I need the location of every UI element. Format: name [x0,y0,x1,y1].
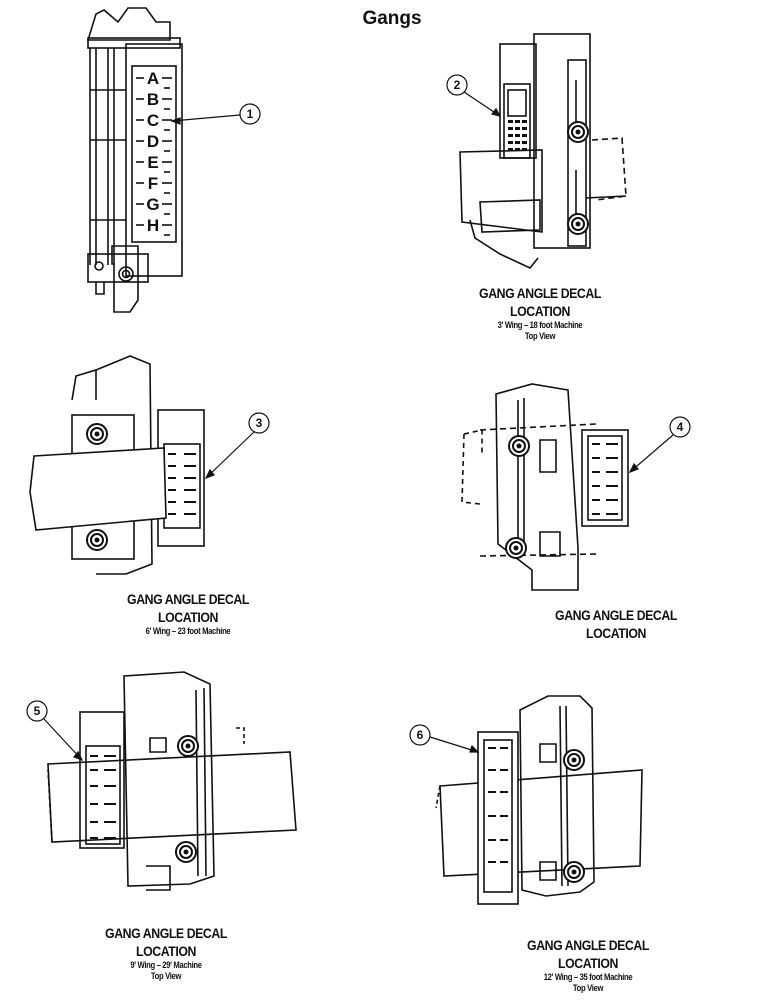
caption-view: Top View [150,971,182,981]
caption-title: GANG ANGLE DECAL [527,937,649,953]
callout-1: 1 [246,107,254,121]
figure-6ft-decal-marks [168,453,196,515]
scale-letter-c: C [147,111,159,130]
leader-3 [204,412,270,480]
scale-letter-b: B [147,90,159,109]
caption-machine: 6' Wing – 23 foot Machine [145,626,231,636]
caption-subtitle: LOCATION [136,943,196,959]
figure-12ft-decal-marks [488,747,508,863]
caption-subtitle: LOCATION [586,625,646,641]
leader-1 [170,103,261,125]
caption-3ft-wing: GANG ANGLE DECAL LOCATION 3' Wing – 18 f… [440,284,640,342]
caption-title: GANG ANGLE DECAL [105,925,227,941]
scale-letter-f: F [148,174,158,193]
caption-6ft-wing: GANG ANGLE DECAL LOCATION 6' Wing – 23 f… [88,590,288,637]
scale-letter-h: H [147,216,159,235]
figure-3ft-wing [459,33,627,269]
scale-assembly [86,7,183,313]
callout-6: 6 [416,728,424,742]
caption-12ft-wing: GANG ANGLE DECAL LOCATION 12' Wing – 35 … [488,936,688,994]
callout-5: 5 [33,704,41,718]
scale-letter-d: D [147,132,159,151]
caption-machine: 9' Wing – 29' Machine [130,960,202,970]
figure-9ft-wing [47,671,297,891]
caption-machine: 3' Wing – 18 foot Machine [497,320,583,330]
figure-4-decal-marks [592,443,618,515]
caption-title: GANG ANGLE DECAL [127,591,249,607]
scale-letter-e: E [147,153,158,172]
figure-9ft-decal-marks [90,755,116,839]
caption-gang-4: GANG ANGLE DECAL LOCATION [516,606,716,642]
figure-12ft-wing [435,695,643,905]
caption-view: Top View [572,983,604,993]
scale-letters: A B C D E F G H [146,69,159,235]
scale-ticks [136,77,172,236]
leader-4 [628,416,691,474]
scale-letter-g: G [146,195,159,214]
figure-6ft-wing [29,355,205,575]
caption-subtitle: LOCATION [558,955,618,971]
page-title: Gangs [362,8,422,29]
scale-letter-a: A [147,69,159,88]
leader-6 [409,724,480,753]
caption-subtitle: LOCATION [158,609,218,625]
caption-view: Top View [524,331,556,341]
leader-5 [26,700,84,762]
leader-2 [446,74,502,117]
caption-title: GANG ANGLE DECAL [555,607,677,623]
callout-4: 4 [676,420,684,434]
figure-3ft-decal-dots [508,120,527,151]
caption-subtitle: LOCATION [510,303,570,319]
caption-9ft-wing: GANG ANGLE DECAL LOCATION 9' Wing – 29' … [66,924,266,982]
caption-title: GANG ANGLE DECAL [479,285,601,301]
figure-gang-4 [461,383,629,591]
caption-machine: 12' Wing – 35 foot Machine [543,972,633,982]
callout-3: 3 [255,416,263,430]
callout-2: 2 [453,78,461,92]
